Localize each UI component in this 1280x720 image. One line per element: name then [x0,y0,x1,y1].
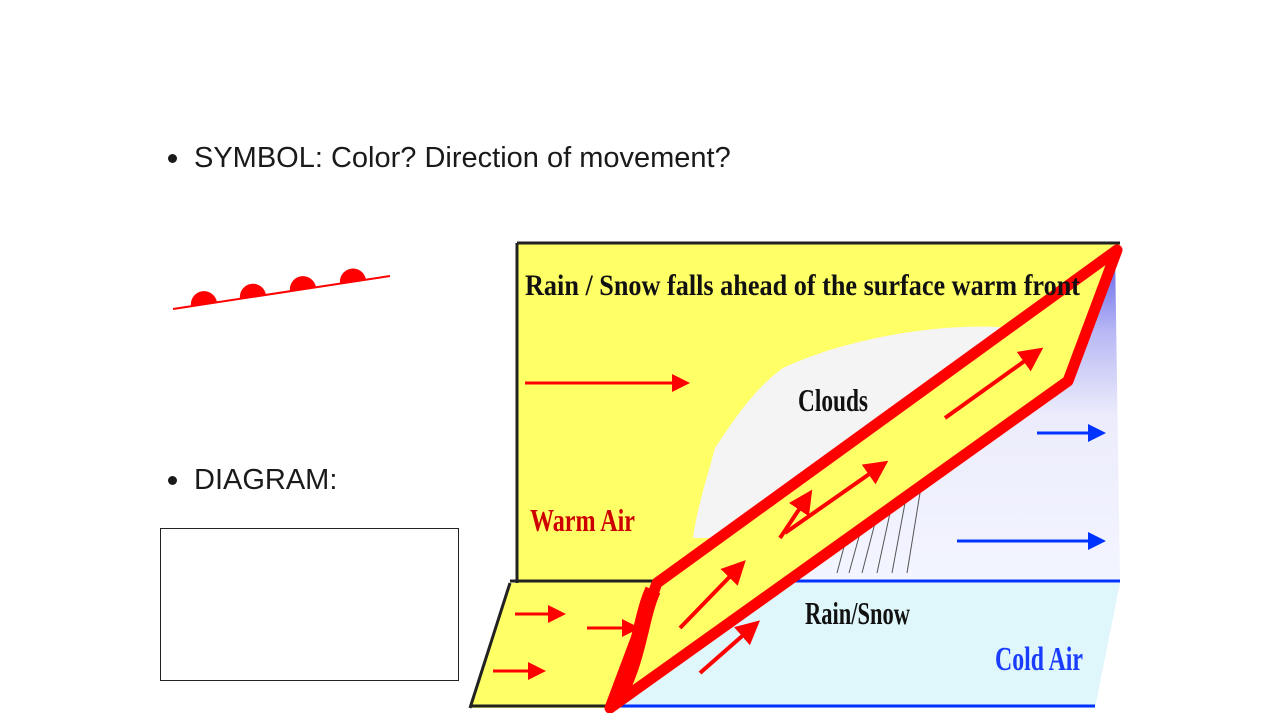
warm-front-diagram: Rain / Snow falls ahead of the surface w… [465,238,1125,718]
symbol-prompt-text: SYMBOL: Color? Direction of movement? [194,142,731,174]
diagram-prompt-text: DIAGRAM: [194,464,338,496]
bullet-diagram: DIAGRAM: [168,464,337,497]
bullet-symbol: SYMBOL: Color? Direction of movement? [168,142,731,175]
clouds-label: Clouds [798,382,868,418]
bullet-dot-icon [168,154,177,163]
diagram-answer-box[interactable] [160,528,459,681]
warm-front-symbol-icon [168,262,398,319]
cold-air-label: Cold Air [995,641,1083,678]
warm-air-label: Warm Air [530,502,635,538]
bullet-dot-icon [168,476,177,485]
diagram-header-text: Rain / Snow falls ahead of the surface w… [525,269,1080,302]
rain-snow-label: Rain/Snow [805,595,910,631]
